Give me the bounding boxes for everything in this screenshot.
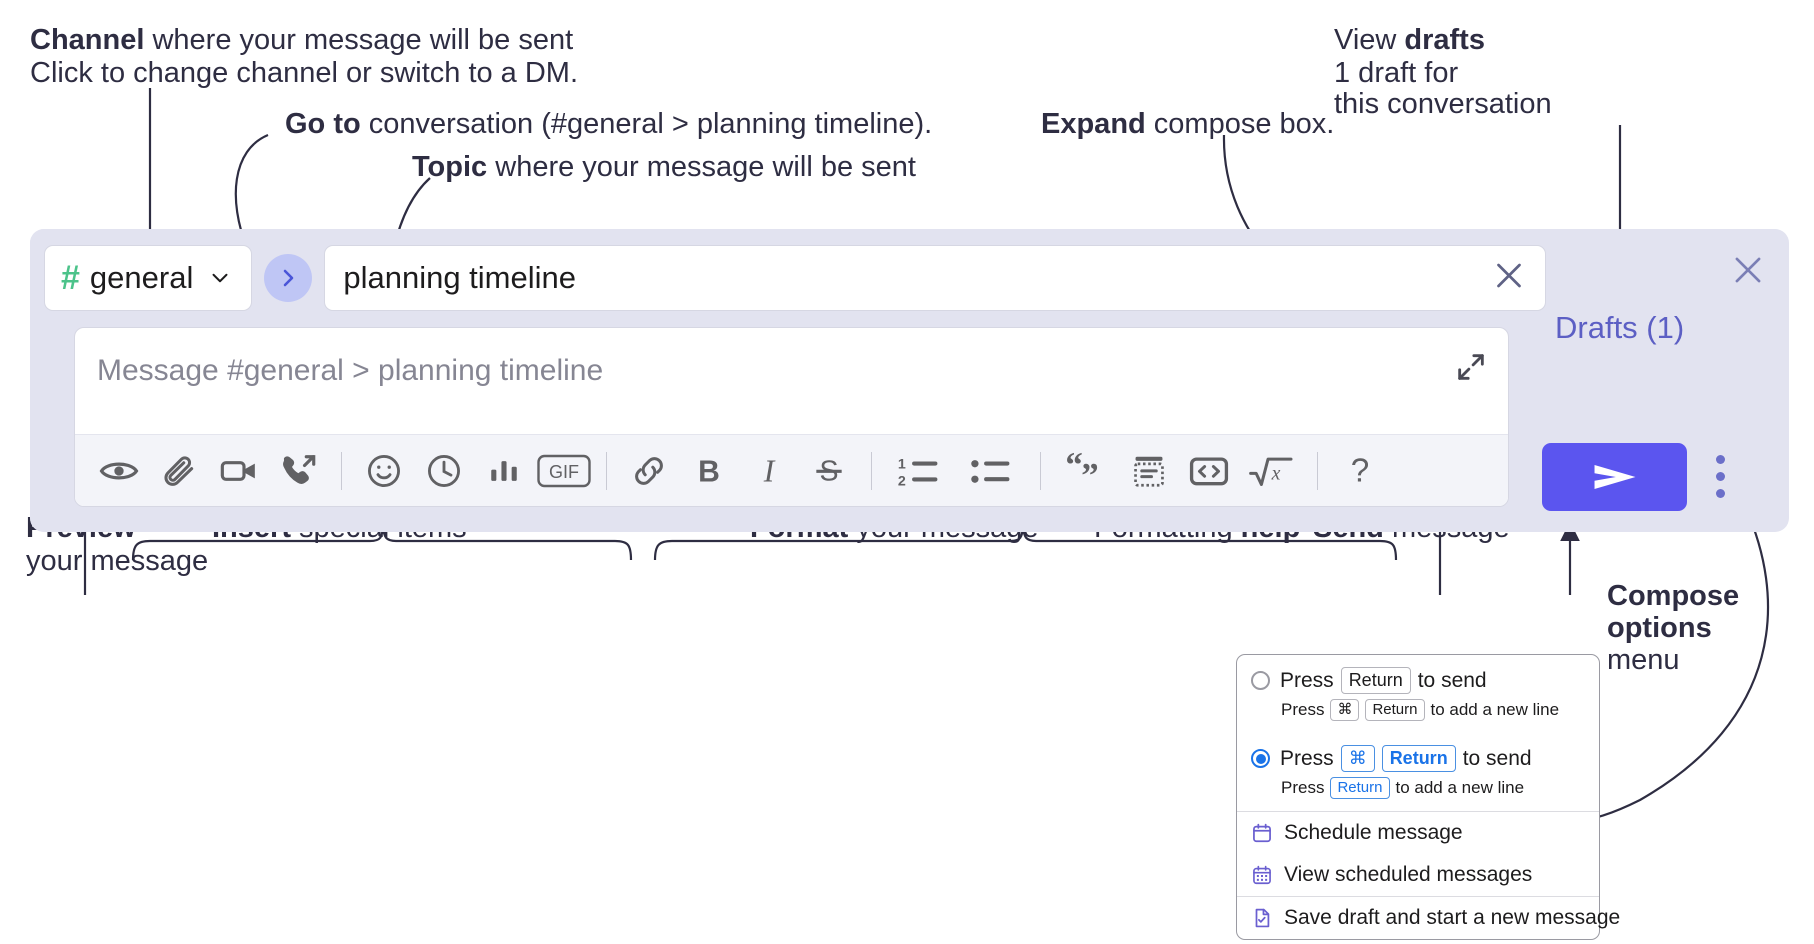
close-icon[interactable]: [1491, 258, 1527, 299]
menu-item-view-scheduled-messages[interactable]: View scheduled messages: [1237, 854, 1599, 896]
code-block-icon[interactable]: [1119, 441, 1179, 501]
menu-item-label: Schedule message: [1284, 820, 1463, 844]
code-icon[interactable]: [1179, 441, 1239, 501]
bulleted-list-icon[interactable]: [956, 441, 1028, 501]
send-option-return-label: Press Return to send: [1280, 667, 1487, 695]
message-placeholder: Message #general > planning timeline: [97, 354, 604, 387]
annotation-drafts-sub2: this conversation: [1334, 88, 1552, 120]
emoji-icon[interactable]: [354, 441, 414, 501]
toolbar-divider: [871, 451, 872, 490]
toolbar-divider: [1317, 451, 1318, 490]
radio-selected[interactable]: [1251, 749, 1270, 769]
close-compose-icon[interactable]: [1729, 251, 1767, 294]
send-button[interactable]: [1542, 443, 1687, 511]
topic-input[interactable]: planning timeline: [324, 245, 1547, 311]
annotation-drafts: View drafts: [1334, 24, 1485, 56]
help-icon[interactable]: ?: [1330, 441, 1390, 501]
svg-text:GIF: GIF: [549, 462, 579, 482]
compose-widget: # general planning timeline M: [30, 229, 1789, 532]
more-vertical-dot: [1716, 455, 1725, 464]
gif-icon[interactable]: GIF: [534, 441, 594, 501]
key-command: ⌘: [1330, 699, 1360, 721]
annotation-expand: Expand compose box.: [1041, 108, 1335, 140]
menu-item-save-draft[interactable]: Save draft and start a new message: [1237, 897, 1620, 939]
svg-text:2: 2: [898, 473, 906, 489]
toolbar-divider: [1040, 451, 1041, 490]
chevron-down-icon: [207, 265, 233, 291]
italic-icon[interactable]: I: [739, 441, 799, 501]
math-icon[interactable]: x: [1239, 441, 1305, 501]
bold-icon[interactable]: B: [679, 441, 739, 501]
svg-text:“: “: [1065, 452, 1082, 484]
menu-divider: [1237, 810, 1599, 812]
calendar-grid-icon: [1251, 864, 1273, 886]
poll-icon[interactable]: [474, 441, 534, 501]
chevron-right-icon: [284, 269, 294, 287]
preview-icon[interactable]: [89, 441, 149, 501]
expand-diagonal-icon[interactable]: [1454, 350, 1488, 389]
annotation-compose-options-3: menu: [1607, 644, 1680, 676]
link-icon[interactable]: [619, 441, 679, 501]
channel-topic-row: # general planning timeline: [44, 245, 1547, 311]
annotation-drafts-sub1: 1 draft for: [1334, 57, 1459, 89]
channel-name: general: [89, 260, 194, 295]
toolbar-divider: [341, 451, 342, 490]
annotation-preview-sub: your message: [26, 545, 209, 577]
ordered-list-icon[interactable]: 1 2: [884, 441, 956, 501]
channel-selector[interactable]: # general: [44, 245, 253, 311]
strikethrough-icon[interactable]: S: [799, 441, 859, 501]
key-return: Return: [1330, 777, 1390, 799]
svg-text:1: 1: [898, 456, 906, 472]
key-return: Return: [1365, 699, 1425, 721]
compose-options-menu: Press Return to send Press ⌘ Return to a…: [1236, 654, 1620, 940]
save-draft-icon: [1251, 907, 1273, 929]
key-return: Return: [1340, 667, 1411, 695]
drafts-link[interactable]: Drafts (1): [1555, 310, 1685, 345]
radio-unselected[interactable]: [1251, 671, 1270, 691]
compose-options-button[interactable]: [1716, 455, 1725, 498]
menu-item-label: View scheduled messages: [1284, 862, 1533, 886]
svg-text:I: I: [763, 453, 776, 488]
blockquote-icon[interactable]: “ ”: [1053, 441, 1119, 501]
annotation-topic: Topic where your message will be sent: [412, 151, 916, 183]
huddle-icon[interactable]: [269, 441, 329, 501]
calendar-schedule-icon: [1251, 822, 1273, 844]
formatting-toolbar: GIF B I: [75, 434, 1508, 506]
clock-icon[interactable]: [414, 441, 474, 501]
annotation-goto: Go to conversation (#general > planning …: [285, 108, 933, 140]
topic-value: planning timeline: [343, 260, 576, 295]
attach-icon[interactable]: [149, 441, 209, 501]
send-option-cmd-return-label: Press ⌘ Return to send: [1280, 744, 1532, 773]
more-vertical-dot: [1716, 472, 1725, 481]
menu-divider: [1237, 895, 1599, 897]
hash-icon: #: [61, 259, 80, 297]
menu-item-schedule-message[interactable]: Schedule message: [1237, 812, 1599, 854]
key-return: Return: [1381, 744, 1456, 773]
annotation-channel: Channel where your message will be sent: [30, 24, 574, 56]
send-option-return[interactable]: Press Return to send: [1237, 655, 1599, 696]
message-input-box[interactable]: Message #general > planning timeline: [74, 327, 1509, 507]
svg-text:?: ?: [1351, 452, 1370, 489]
annotation-channel-sub: Click to change channel or switch to a D…: [30, 57, 579, 89]
annotation-compose-options-1: Compose: [1607, 580, 1740, 612]
more-vertical-dot: [1716, 489, 1725, 498]
key-command: ⌘: [1340, 744, 1375, 773]
send-option-cmd-return[interactable]: Press ⌘ Return to send: [1237, 733, 1599, 774]
goto-conversation-button[interactable]: [264, 254, 313, 302]
svg-text:”: ”: [1081, 455, 1098, 489]
send-option-return-sub: Press ⌘ Return to add a new line: [1281, 699, 1560, 721]
svg-text:x: x: [1271, 462, 1281, 484]
annotation-compose-options-2: options: [1607, 612, 1712, 644]
compose-main-panel: # general planning timeline M: [30, 229, 1547, 532]
paper-plane-icon: [1594, 465, 1635, 489]
menu-item-label: Save draft and start a new message: [1284, 905, 1621, 929]
send-option-cmd-return-sub: Press Return to add a new line: [1281, 777, 1525, 799]
toolbar-divider: [606, 451, 607, 490]
video-icon[interactable]: [209, 441, 269, 501]
svg-text:B: B: [698, 455, 720, 488]
